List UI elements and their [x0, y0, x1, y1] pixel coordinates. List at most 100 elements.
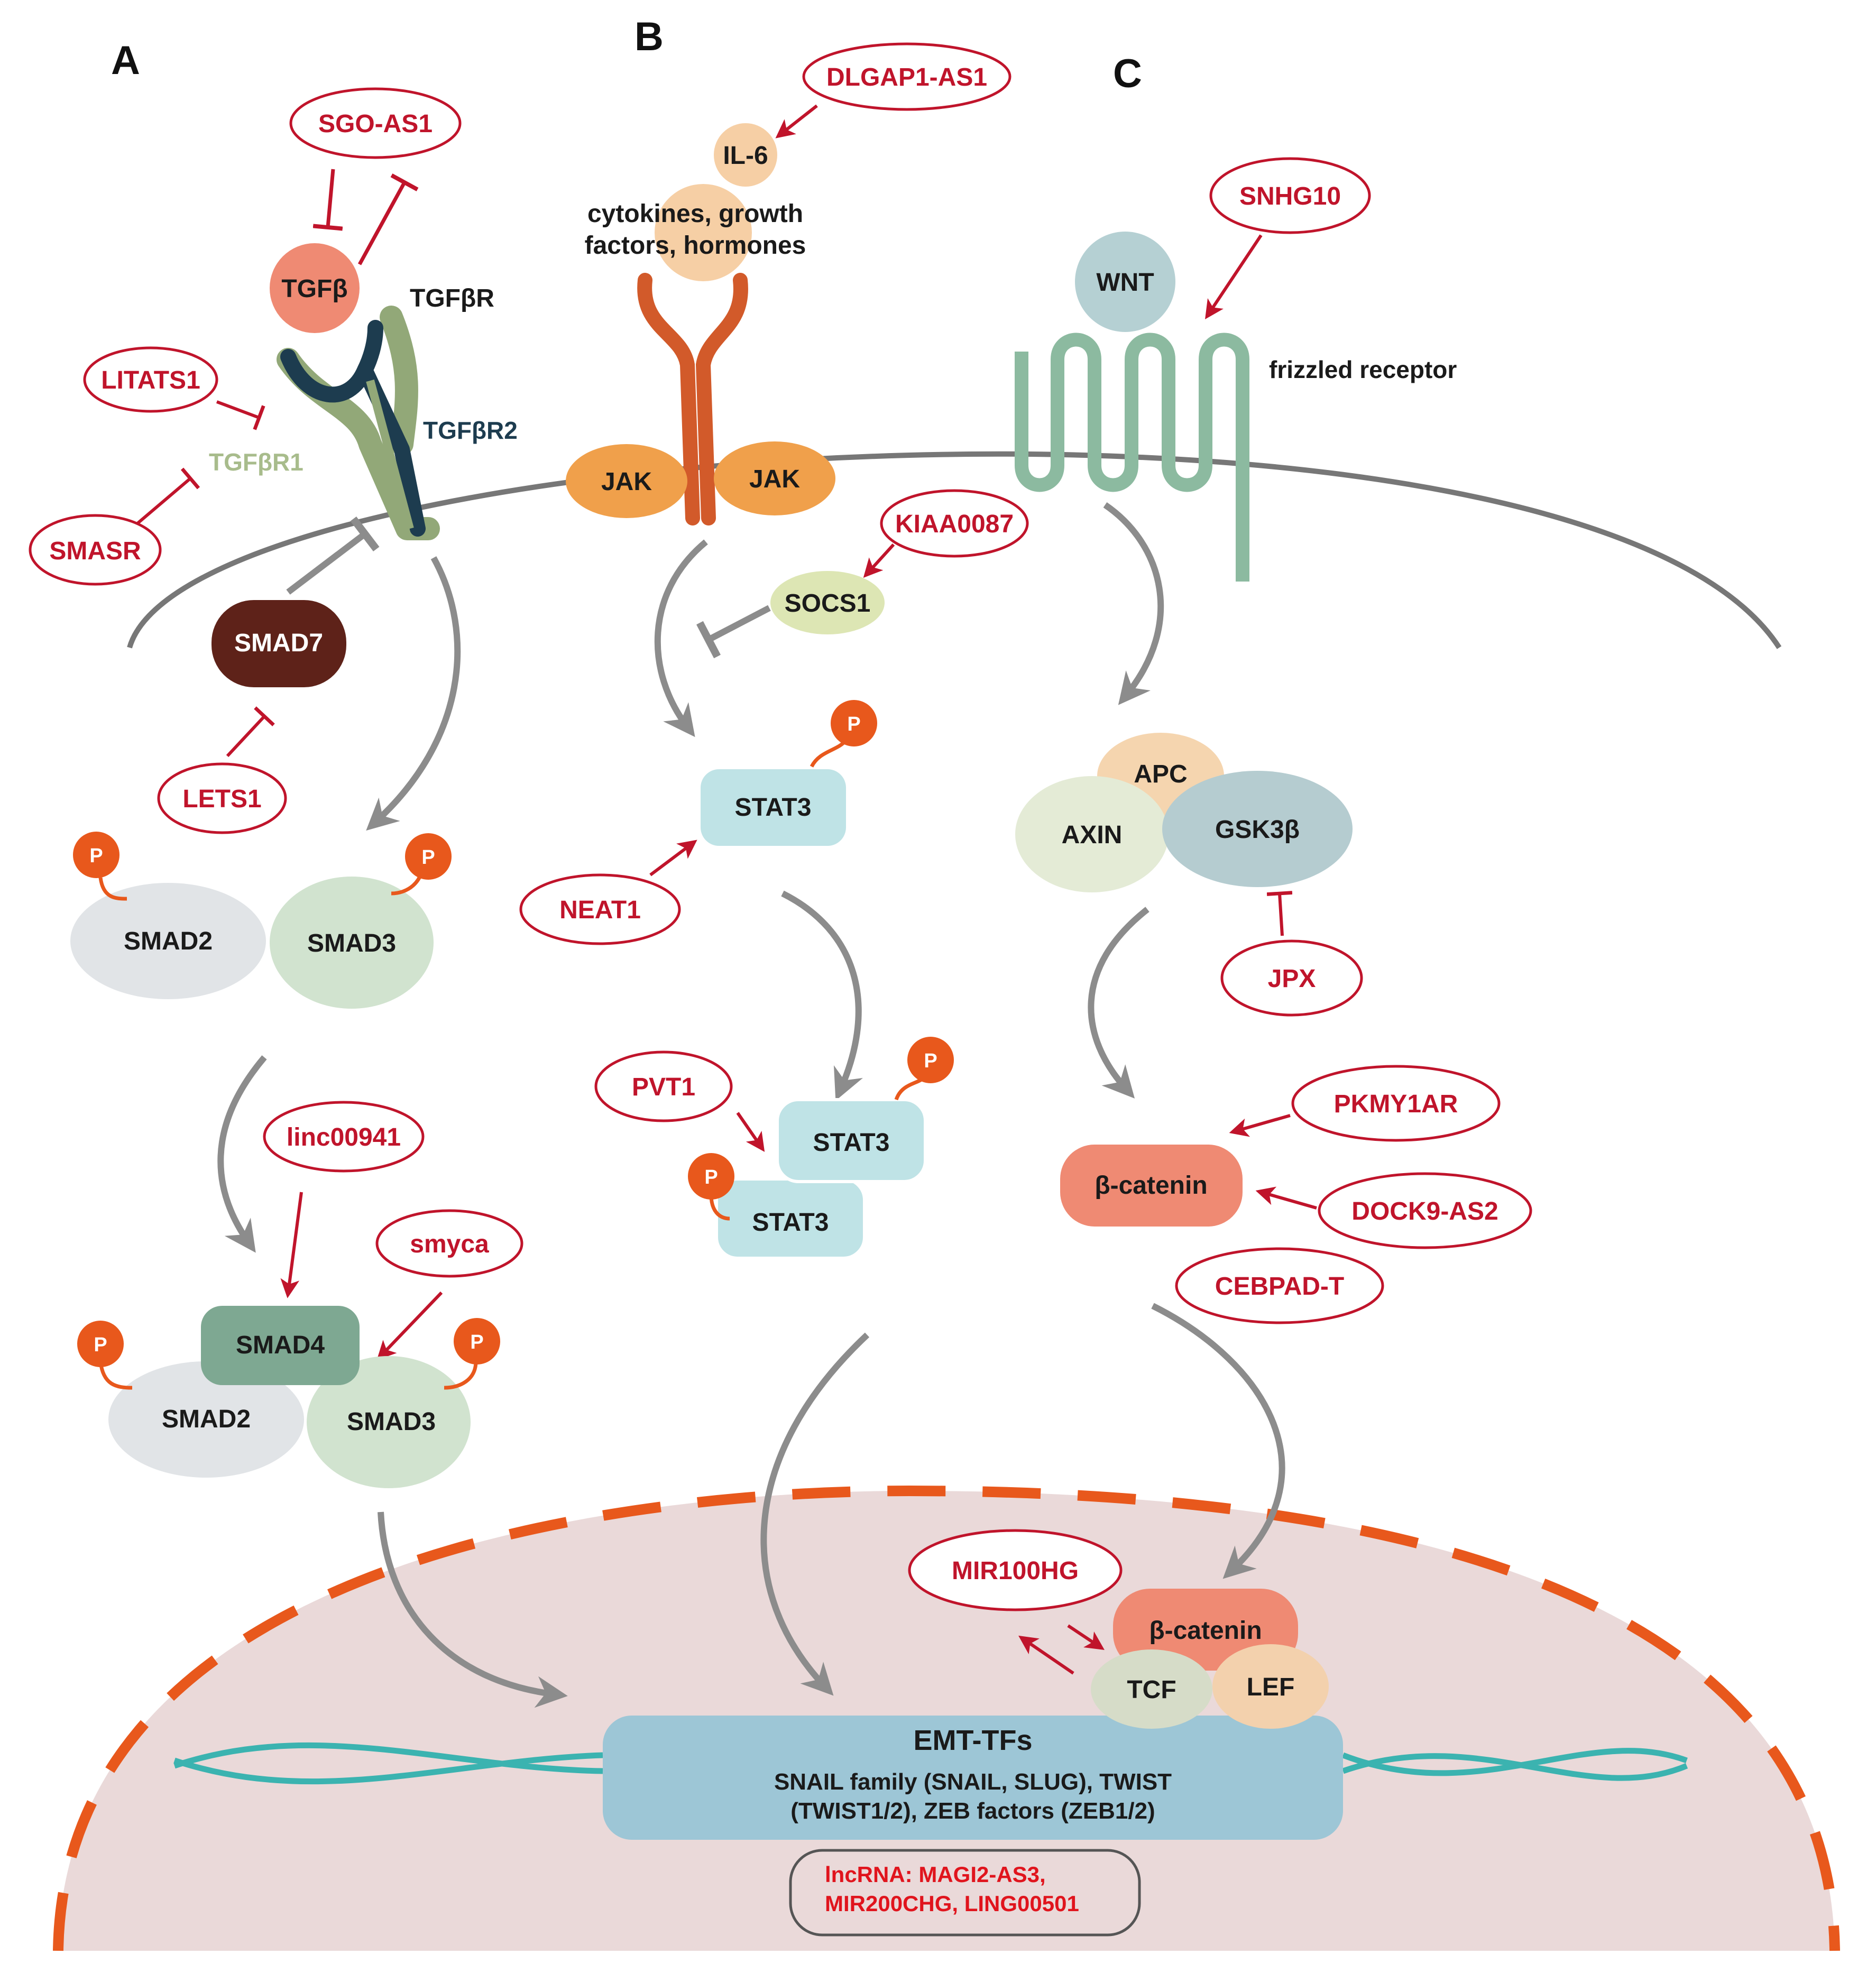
phospho-group: P	[454, 1318, 500, 1364]
svg-text:SMAD4: SMAD4	[236, 1331, 325, 1359]
mir100hg-to-tcf	[1067, 1624, 1105, 1650]
smasr-inhibits-tgfbr1	[136, 467, 200, 525]
tgfb-ligand: TGFβ	[270, 243, 360, 333]
phospho-group: P	[77, 1321, 124, 1367]
sgo-as1-inhibits-tgfb	[312, 169, 343, 231]
emt-tfs-line2: (TWIST1/2), ZEB factors (ZEB1/2)	[790, 1798, 1155, 1824]
svg-text:P: P	[94, 1334, 107, 1356]
dna-strand-right	[1342, 1748, 1688, 1781]
dock9-as2-to-beta-catenin	[1255, 1186, 1317, 1210]
kiaa0087-to-socs1	[863, 543, 895, 578]
emt-tfs-line1: SNAIL family (SNAIL, SLUG), TWIST	[774, 1769, 1172, 1795]
wnt-ligand: WNT	[1075, 232, 1175, 332]
lncrna-dock9-as2: DOCK9-AS2	[1318, 1172, 1532, 1249]
svg-text:IL-6: IL-6	[723, 142, 768, 170]
emt-tfs-box: EMT-TFs SNAIL family (SNAIL, SLUG), TWIS…	[603, 1716, 1343, 1840]
beta-catenin: β-catenin	[1060, 1145, 1243, 1227]
lets1-inhibits-smad7	[226, 706, 275, 758]
svg-text:DLGAP1-AS1: DLGAP1-AS1	[826, 63, 987, 91]
svg-text:P: P	[847, 713, 860, 735]
arrow-jak-to-stat3	[654, 539, 708, 737]
svg-text:SOCS1: SOCS1	[785, 589, 871, 617]
svg-text:TGFβ: TGFβ	[281, 275, 347, 303]
phospho-group: P	[405, 833, 452, 880]
jak-stat-pathway: DLGAP1-AS1 IL-6 cytokines, growth factor…	[519, 42, 1029, 1696]
svg-text:SMASR: SMASR	[49, 537, 141, 565]
linc00941-to-smad4	[280, 1192, 303, 1298]
svg-text:P: P	[704, 1166, 718, 1188]
phospho-group: P	[688, 1153, 734, 1200]
jpx-inhibits-gsk3b	[1266, 891, 1293, 936]
tcf-to-mir100hg	[1018, 1635, 1074, 1675]
arrow-smad23-to-smad4	[217, 1055, 267, 1253]
socs1: SOCS1	[770, 571, 885, 634]
svg-text:DOCK9-AS2: DOCK9-AS2	[1351, 1197, 1498, 1225]
beta-catenin-tcf-lef-complex: β-catenin TCF LEF	[1091, 1589, 1329, 1729]
svg-text:SNHG10: SNHG10	[1239, 182, 1341, 210]
tgf-beta-pathway: SGO-AS1 TGFβ TGFβR TGFβR2 TGFβR1 LITATS1…	[29, 87, 568, 1708]
wnt-pathway: SNHG10 WNT frizzled receptor APC AXIN GS…	[908, 157, 1532, 1729]
dna-strand-left	[173, 1742, 603, 1785]
phospho-group: P	[831, 700, 877, 746]
arrow-smad-to-emt	[378, 1511, 568, 1708]
lncrna-smasr: SMASR	[29, 514, 162, 586]
arrow-receptor-to-smad23	[366, 556, 461, 831]
svg-text:SMAD2: SMAD2	[124, 927, 213, 955]
svg-text:CEBPAD-T: CEBPAD-T	[1215, 1273, 1344, 1301]
svg-text:KIAA0087: KIAA0087	[895, 510, 1014, 538]
lncrna-dlgap1-as1: DLGAP1-AS1	[802, 42, 1011, 111]
svg-text:LEF: LEF	[1247, 1673, 1295, 1701]
nuclear-lncrna-line2: MIR200CHG, LING00501	[825, 1891, 1079, 1916]
svg-text:LETS1: LETS1	[182, 785, 261, 813]
lncrna-sgo-as1: SGO-AS1	[289, 87, 462, 159]
neat1-to-stat3	[649, 840, 697, 877]
jak-kinase-left: JAK	[566, 444, 687, 518]
svg-text:STAT3: STAT3	[752, 1209, 829, 1237]
svg-text:STAT3: STAT3	[735, 794, 812, 822]
tgfbr-label: TGFβR	[410, 284, 494, 312]
svg-text:STAT3: STAT3	[813, 1129, 890, 1157]
svg-text:P: P	[470, 1331, 483, 1353]
svg-text:JAK: JAK	[601, 468, 652, 496]
panel-label-a: A	[111, 38, 140, 83]
socs1-inhibits-signal	[696, 605, 771, 659]
smad-234-complex: SMAD4 SMAD2 SMAD3 P P	[77, 1306, 500, 1488]
phospho-group: P	[73, 832, 119, 878]
svg-text:PVT1: PVT1	[632, 1073, 695, 1101]
svg-text:smyca: smyca	[410, 1230, 489, 1258]
svg-text:linc00941: linc00941	[287, 1123, 401, 1151]
lncrna-kiaa0087: KIAA0087	[880, 489, 1029, 558]
svg-text:LITATS1: LITATS1	[101, 366, 200, 394]
smad7-inhibits-receptor	[286, 516, 380, 595]
litats1-inhibits-tgfbr1	[216, 400, 265, 430]
lncrna-neat1: NEAT1	[519, 873, 681, 945]
svg-text:SMAD3: SMAD3	[347, 1408, 436, 1436]
svg-text:β-catenin: β-catenin	[1149, 1617, 1262, 1645]
phospho-group: P	[907, 1037, 954, 1083]
svg-text:MIR100HG: MIR100HG	[952, 1557, 1079, 1585]
cytokine-receptor	[637, 273, 748, 525]
lncrna-linc00941: linc00941	[263, 1101, 425, 1173]
lncrna-snhg10: SNHG10	[1209, 157, 1371, 234]
smyca-to-smad3	[376, 1291, 443, 1360]
apc-label: APC	[1134, 760, 1187, 788]
svg-text:PKMY1AR: PKMY1AR	[1334, 1090, 1458, 1118]
svg-text:SMAD2: SMAD2	[162, 1405, 251, 1433]
svg-text:P: P	[421, 846, 435, 869]
arrow-frizzled-to-complex	[1103, 502, 1164, 705]
cytokine-ligand: cytokines, growth factors, hormones	[585, 184, 806, 281]
jak-kinase-right: JAK	[714, 441, 835, 515]
panel-label-c: C	[1113, 51, 1142, 96]
axin-label: AXIN	[1062, 821, 1123, 849]
smad7: SMAD7	[211, 600, 346, 687]
snhg10-to-frizzled	[1205, 234, 1263, 319]
svg-text:β-catenin: β-catenin	[1095, 1172, 1207, 1200]
svg-text:SMAD3: SMAD3	[307, 929, 396, 957]
tgfbr2-label: TGFβR2	[423, 417, 518, 444]
lncrna-mir100hg: MIR100HG	[908, 1529, 1123, 1611]
nuclear-lncrna-line1: lncRNA: MAGI2-AS3,	[825, 1862, 1046, 1887]
frizzled-label: frizzled receptor	[1269, 356, 1457, 383]
svg-text:cytokines, growth: cytokines, growth	[587, 200, 803, 228]
lncrna-lets1: LETS1	[157, 762, 287, 834]
